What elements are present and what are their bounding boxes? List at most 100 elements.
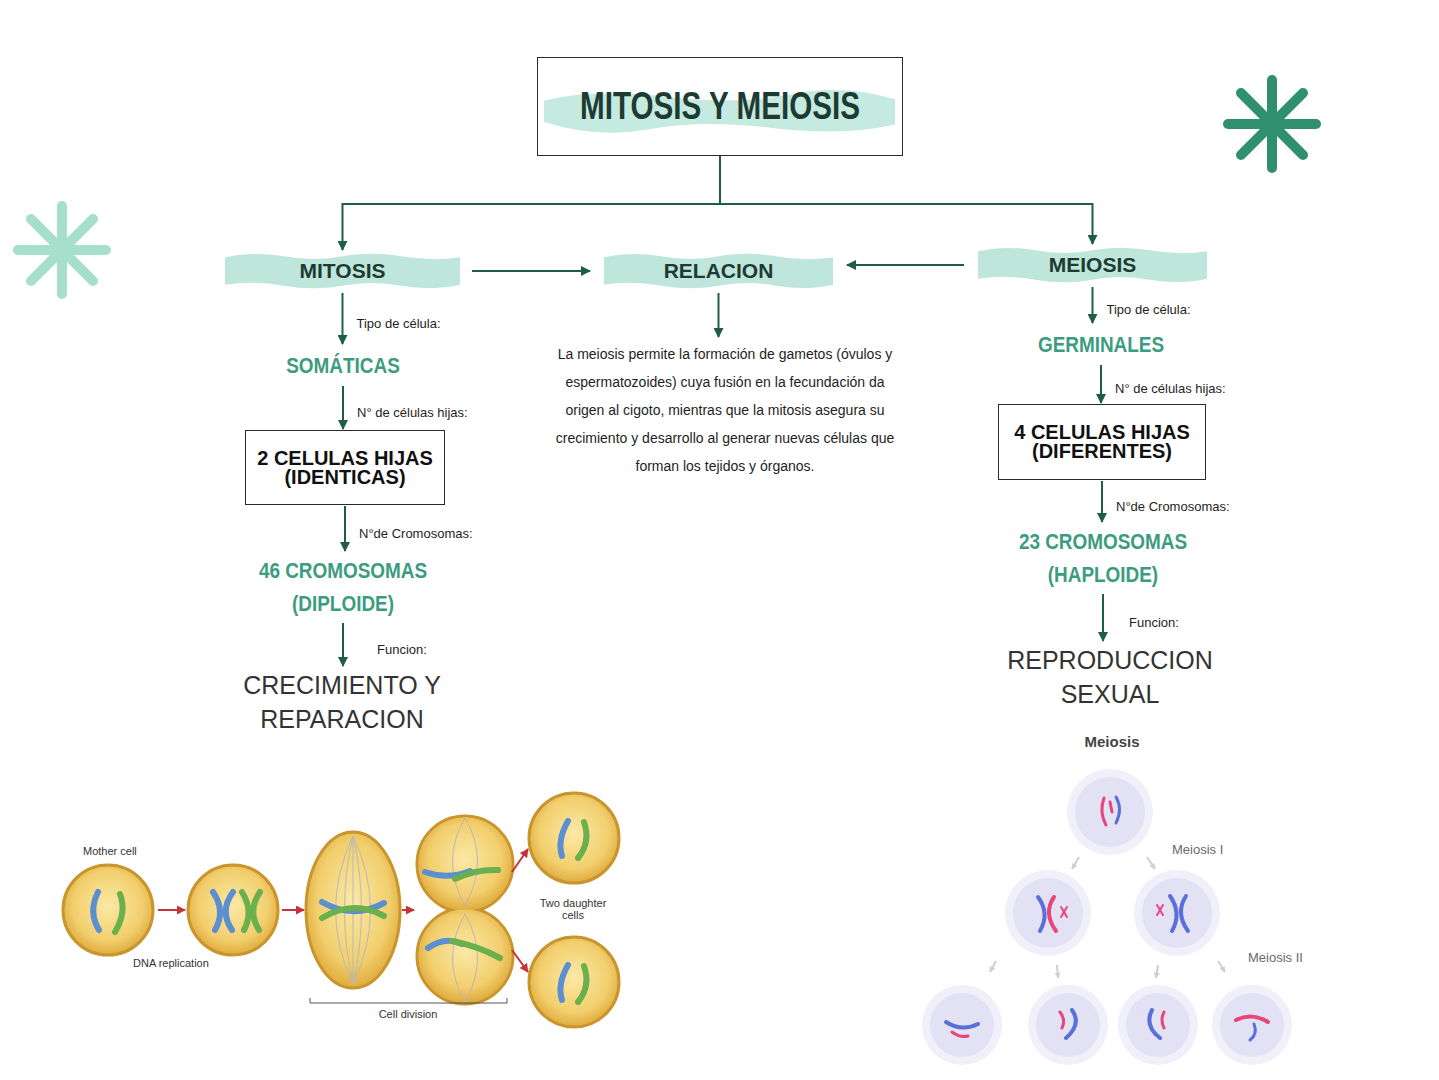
process-arrow [402, 909, 414, 911]
chromosome [1061, 907, 1067, 917]
function-text-node: CRECIMIENTO Y REPARACION [222, 667, 462, 737]
cell [529, 793, 619, 883]
cell [417, 816, 513, 912]
chromosome [322, 908, 384, 918]
spindle [453, 818, 478, 1002]
result-box: 4 CELULAS HIJAS (DIFERENTES) [998, 404, 1206, 480]
result-box: 2 CELULAS HIJAS (IDENTICAS) [245, 430, 445, 505]
connector-arrow [342, 386, 344, 429]
chromosome [226, 892, 233, 930]
cell-halo [1005, 870, 1091, 956]
connector-arrow [342, 293, 344, 344]
connector-arrow [718, 293, 720, 337]
connector-arrow [720, 156, 1093, 244]
cell-halo [1028, 985, 1108, 1065]
process-arrow [1156, 965, 1158, 978]
node-text: RELACION [604, 259, 833, 282]
node-text: MITOSIS [225, 259, 460, 282]
value-text-node: 46 CROMOSOMAS (DIPLOIDE) [233, 552, 453, 622]
cell [306, 832, 400, 988]
cell [188, 865, 278, 955]
connector-arrow [342, 623, 344, 666]
illustration-label: Meiosis [1062, 734, 1162, 751]
edge-label: N°de Cromosomas: [1116, 499, 1230, 514]
edge-label: N° de células hijas: [1115, 381, 1226, 396]
node-text: SOMÁTICAS [257, 349, 429, 382]
illustration-label: Meiosis II [1248, 951, 1338, 965]
process-arrow [1147, 857, 1155, 869]
chromosome [1170, 896, 1177, 931]
chromosome [560, 965, 568, 1000]
chromosome [1110, 802, 1112, 812]
chromosome [578, 822, 586, 858]
node-text: GERMINALES [1014, 328, 1188, 361]
cell-fill [419, 910, 512, 1003]
asterisk-decoration [1228, 80, 1316, 168]
cell-fill [419, 818, 512, 911]
node-text: CRECIMIENTO Y REPARACION [222, 668, 462, 736]
value-text-node: 23 CROMOSOMAS (HAPLOIDE) [993, 523, 1213, 593]
cell [529, 937, 619, 1027]
chromosome [578, 966, 586, 1002]
edge-label: Tipo de célula: [357, 316, 441, 331]
meiosis-illustration [922, 769, 1292, 1065]
chromosome [93, 892, 99, 930]
cell [1126, 993, 1190, 1057]
cell-halo [922, 985, 1002, 1065]
chromosome [560, 821, 568, 856]
process-arrow [158, 909, 185, 911]
edge-label: Tipo de célula: [1107, 302, 1191, 317]
edge-label: Funcion: [1129, 615, 1179, 630]
chromosome [1236, 1016, 1268, 1022]
node-text: La meiosis permite la formación de gamet… [548, 340, 902, 480]
cell [930, 993, 994, 1057]
chromosome [1149, 1010, 1160, 1038]
process-arrow [1057, 965, 1058, 978]
band-fill [978, 248, 1207, 283]
category-band: MITOSIS [225, 250, 460, 292]
chromosome [455, 870, 498, 879]
connector-arrow [847, 264, 964, 266]
asterisk-arm [1241, 93, 1303, 155]
illustration-label: Two daughter cells [537, 897, 609, 921]
chromosome [253, 892, 260, 930]
chromosome [115, 894, 123, 932]
node-text: 46 CROMOSOMAS (DIPLOIDE) [248, 554, 437, 620]
connector-arrow [1102, 594, 1104, 641]
edge-label: N°de Cromosomas: [359, 526, 473, 541]
cell [417, 908, 513, 1004]
cell-halo [1118, 985, 1198, 1065]
node-text: MEIOSIS [978, 253, 1207, 276]
function-text-node: REPRODUCCION SEXUAL [990, 642, 1230, 712]
chromosome [1181, 896, 1188, 931]
chromosome [1049, 897, 1056, 931]
chromosome [1038, 897, 1045, 931]
relation-note: La meiosis permite la formación de gamet… [548, 338, 902, 482]
spindle-fiber [453, 818, 466, 906]
chromosome [1066, 1010, 1076, 1038]
node-text: 2 CELULAS HIJAS (IDENTICAS) [250, 449, 440, 487]
chromosome [1102, 798, 1106, 825]
illustration-label: Mother cell [83, 845, 173, 857]
chromosome [1116, 797, 1120, 823]
chromosome [1157, 905, 1163, 915]
connector-arrow [1101, 481, 1103, 522]
illustration-label: Meiosis I [1172, 843, 1262, 857]
cell [1075, 777, 1145, 847]
process-arrow [512, 950, 528, 972]
cell [1142, 878, 1212, 948]
illustration-label: Cell division [358, 1008, 458, 1020]
asterisk-arm [1241, 93, 1303, 155]
category-band: MEIOSIS [978, 244, 1207, 286]
process-arrow [282, 909, 304, 911]
cell [63, 865, 153, 955]
cell-halo [1134, 870, 1220, 956]
connector-arrow [1092, 287, 1094, 323]
chromosome [242, 892, 249, 930]
band-fill [225, 254, 460, 289]
cell-halo [1212, 985, 1292, 1065]
spindle-fiber [453, 914, 466, 1002]
